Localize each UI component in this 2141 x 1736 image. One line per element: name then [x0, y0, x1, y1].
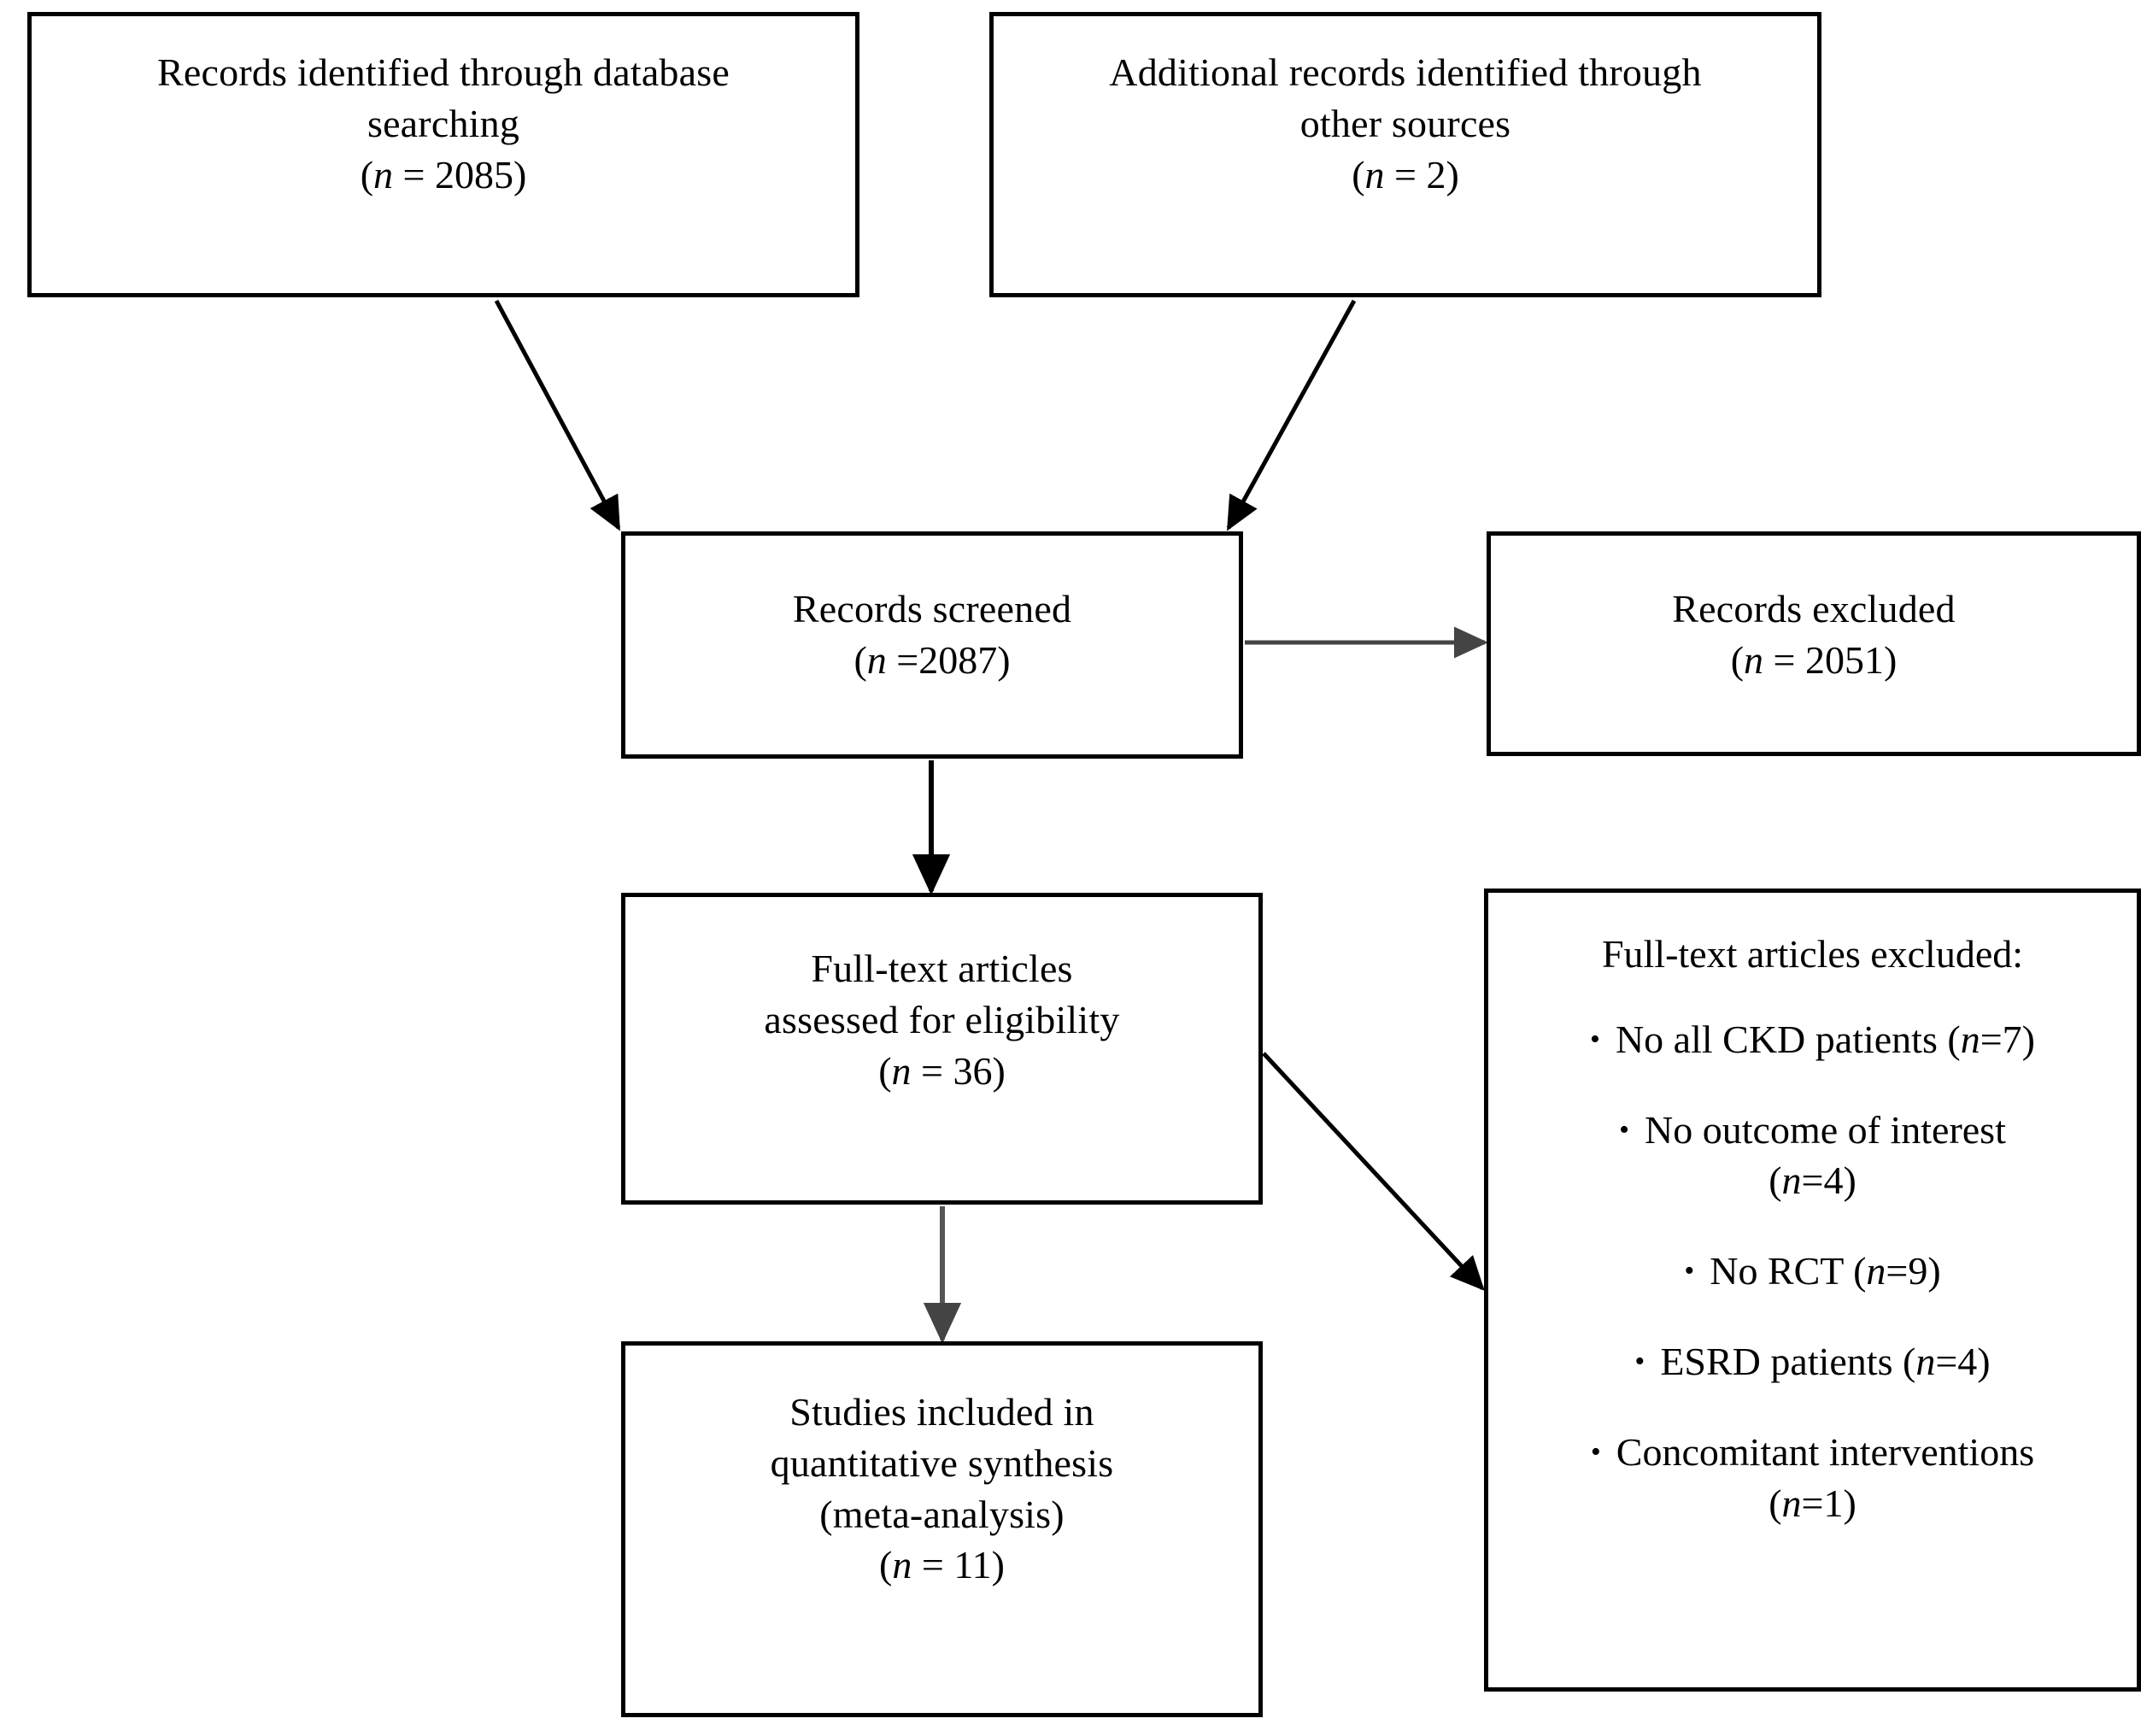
box-db-search-text: Records identified through database sear…: [157, 50, 730, 145]
n-value: =1): [1801, 1481, 1857, 1525]
reason-text: No all CKD patients: [1615, 1017, 1948, 1061]
box-records-excluded-count: (n = 2051): [1731, 635, 1898, 686]
box-db-search-count: (n = 2085): [361, 150, 527, 201]
box-additional-records-other-sources: Additional records identified through ot…: [989, 12, 1821, 297]
box-fulltext-articles-excluded: Full-text articles excluded: • No all CKD…: [1484, 889, 2141, 1692]
arrow-fulltext-to-ft-excluded: [1262, 1052, 1485, 1291]
n-symbol: n: [1364, 152, 1385, 196]
n-value: = 11): [912, 1543, 1005, 1587]
n-value: =4): [1801, 1158, 1857, 1203]
reason-text: No RCT: [1710, 1249, 1854, 1293]
box-studies-included-count: (n = 11): [879, 1540, 1005, 1591]
n-symbol: n: [1960, 1017, 1980, 1061]
n-value: =9): [1886, 1249, 1941, 1293]
n-value: =4): [1935, 1339, 1991, 1383]
n-symbol: n: [373, 152, 394, 196]
box-records-identified-database: Records identified through database sear…: [27, 12, 859, 297]
n-symbol: n: [892, 1543, 912, 1587]
box-fulltext-assessed-text: Full-text articles assessed for eligibil…: [764, 947, 1120, 1041]
list-item: • ESRD patients (n=4): [1488, 1336, 2137, 1387]
box-other-sources-count: (n = 2): [1352, 150, 1459, 201]
n-value: = 2085): [393, 152, 527, 196]
n-value: =2087): [886, 637, 1011, 682]
paren-open: (: [1769, 1481, 1782, 1525]
box-other-sources-text: Additional records identified through ot…: [1109, 50, 1702, 145]
reason-text: ESRD patients: [1660, 1339, 1903, 1383]
reason-text: Concomitant interventions: [1616, 1429, 2035, 1474]
paren-open: (: [1352, 152, 1365, 196]
n-value: = 2): [1384, 152, 1459, 196]
bullet-icon: •: [1619, 1113, 1630, 1146]
bullet-icon: •: [1684, 1255, 1695, 1287]
list-item: • No all CKD patients (n=7): [1488, 1014, 2137, 1065]
box-fulltext-assessed-count: (n = 36): [878, 1046, 1006, 1097]
n-symbol: n: [1915, 1339, 1936, 1383]
box-records-screened: Records screened (n =2087): [621, 531, 1243, 759]
box-records-screened-count: (n =2087): [853, 635, 1010, 686]
bullet-icon: •: [1634, 1346, 1645, 1378]
n-value: = 2051): [1763, 637, 1898, 682]
list-item: • No outcome of interest (n=4): [1488, 1105, 2137, 1207]
paren-open: (: [853, 637, 867, 682]
paren-open: (: [1902, 1339, 1916, 1383]
n-symbol: n: [866, 637, 887, 682]
paren-open: (: [360, 152, 374, 196]
box-studies-included-text: Studies included in quantitative synthes…: [770, 1390, 1114, 1536]
paren-open: (: [879, 1543, 893, 1587]
paren-open: (: [1730, 637, 1745, 682]
arrow-other-sources-to-screened: [1226, 299, 1357, 531]
paren-open: (: [878, 1048, 892, 1093]
box-records-excluded-text: Records excluded: [1672, 587, 1956, 630]
reason-text: No outcome of interest: [1645, 1107, 2006, 1152]
bullet-icon: •: [1590, 1023, 1600, 1056]
box-records-screened-text: Records screened: [792, 587, 1072, 630]
n-value: = 36): [911, 1048, 1006, 1093]
fulltext-excluded-heading: Full-text articles excluded:: [1601, 932, 2024, 976]
n-value: =7): [1980, 1017, 2035, 1061]
list-item: • No RCT (n=9): [1488, 1246, 2137, 1297]
n-symbol: n: [1781, 1481, 1802, 1525]
list-item: • Concomitant interventions (n=1): [1488, 1427, 2137, 1529]
arrow-db-search-to-screened: [494, 299, 621, 531]
n-symbol: n: [1781, 1158, 1802, 1203]
paren-open: (: [1853, 1249, 1867, 1293]
box-fulltext-assessed-eligibility: Full-text articles assessed for eligibil…: [621, 893, 1263, 1205]
n-symbol: n: [891, 1048, 912, 1093]
paren-open: (: [1769, 1158, 1782, 1203]
bullet-icon: •: [1590, 1436, 1601, 1469]
box-records-excluded: Records excluded (n = 2051): [1487, 531, 2141, 756]
n-symbol: n: [1866, 1249, 1886, 1293]
box-studies-included-quantitative-synthesis: Studies included in quantitative synthes…: [621, 1341, 1263, 1717]
n-symbol: n: [1744, 637, 1764, 682]
fulltext-excluded-reason-list: •No all CKD patients (n=7) •No outcome o…: [1488, 1014, 2137, 1569]
paren-open: (: [1947, 1017, 1961, 1061]
